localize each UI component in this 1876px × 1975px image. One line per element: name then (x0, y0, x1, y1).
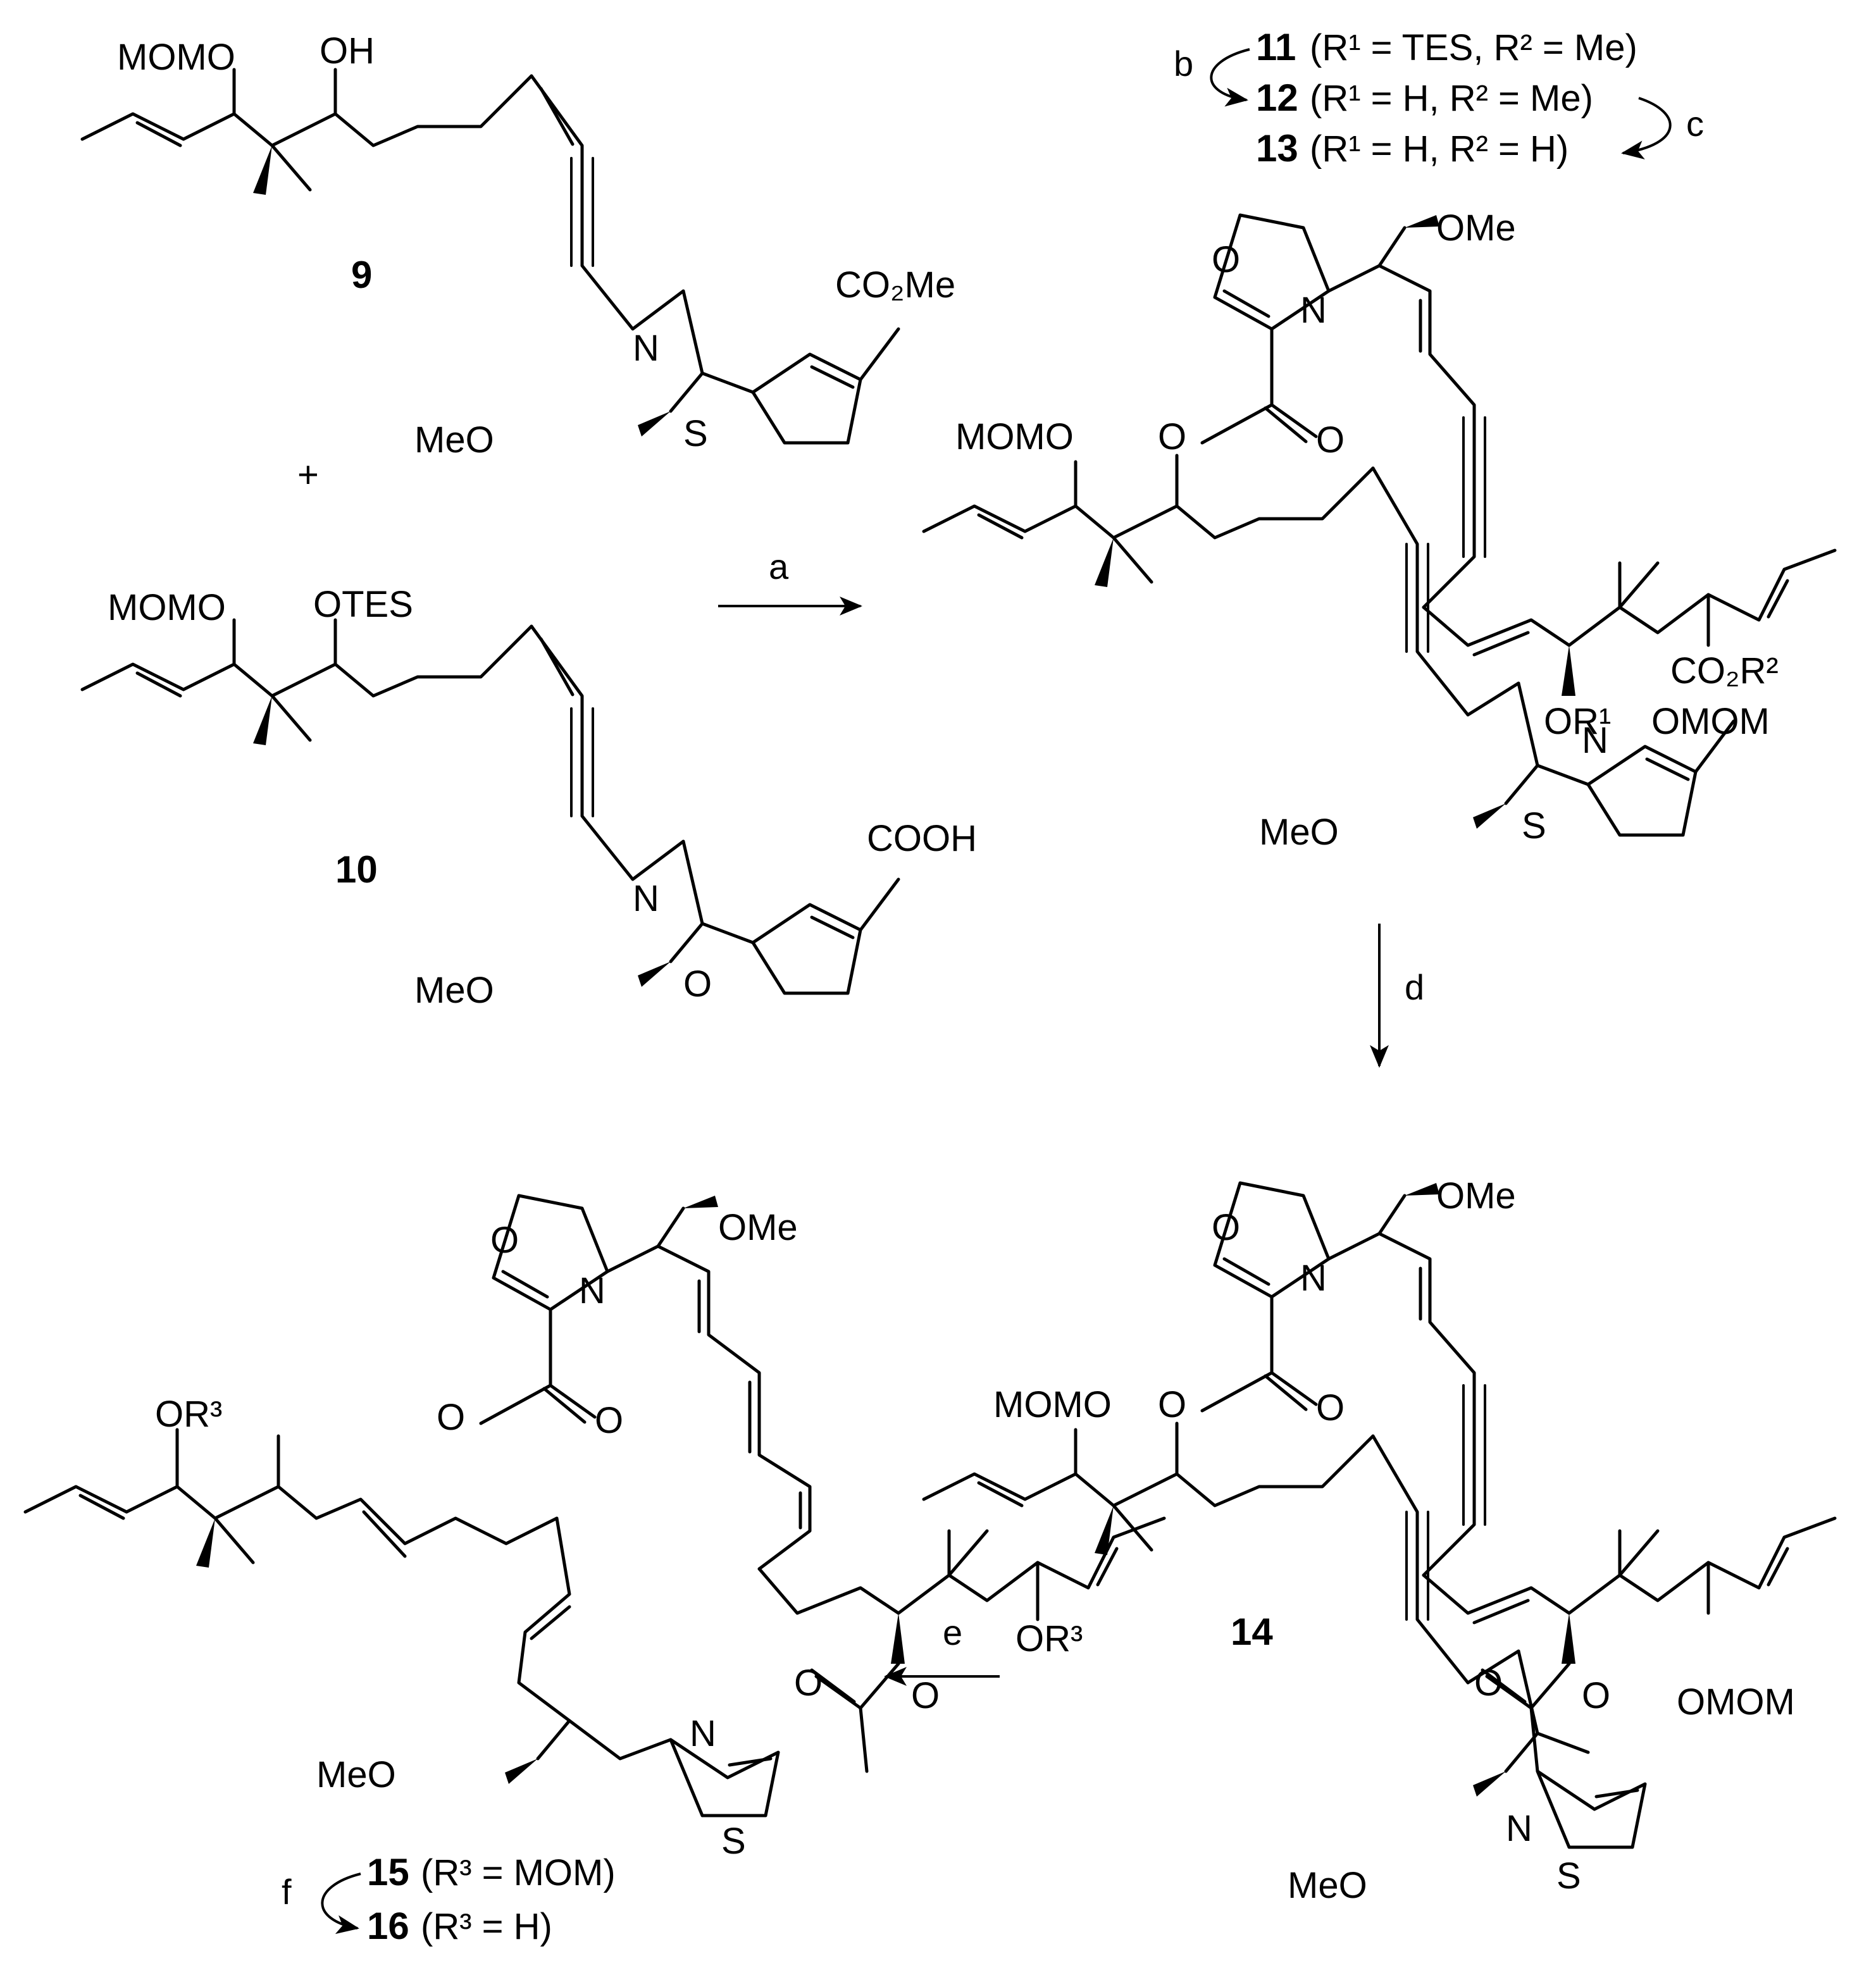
atom-label: N (1506, 1808, 1532, 1849)
atom-label: MOMO (955, 416, 1074, 457)
stereo-wedge (253, 145, 272, 195)
atom-label: O (794, 1662, 823, 1704)
atom-label: O (490, 1220, 519, 1261)
atom-label: N (633, 328, 659, 369)
atom-label: S (1522, 805, 1546, 846)
atom-label: O (1582, 1675, 1610, 1716)
compound-number-15: 15 (367, 1851, 409, 1893)
compound-number-10: 10 (335, 848, 378, 891)
reagent-label-c: c (1686, 104, 1704, 144)
atom-label: OMe (1436, 207, 1516, 249)
atom-label: O (1158, 1384, 1186, 1425)
atom-label: O (911, 1675, 940, 1716)
compound-14-structure (922, 1181, 1837, 1849)
atom-label: MeO (1259, 812, 1339, 853)
atom-label: O (437, 1397, 465, 1438)
compound-desc-12: (R¹ = H, R² = Me) (1310, 78, 1593, 119)
compound-desc-13: (R¹ = H, R² = H) (1310, 128, 1569, 170)
atom-label: O (1474, 1662, 1503, 1704)
atom-label: OTES (313, 584, 413, 625)
atom-label: O (1158, 416, 1186, 457)
reagent-label-a: a (769, 547, 789, 586)
plus-sign: + (297, 454, 319, 495)
atom-label: MOMO (108, 587, 226, 628)
atom-label: N (1300, 1258, 1327, 1299)
legend-11-13: 11 (R¹ = TES, R² = Me) 12 (R¹ = H, R² = … (1174, 26, 1704, 170)
atom-label: MOMO (117, 37, 235, 78)
atom-label: N (633, 878, 659, 919)
atom-label: OR³ (1016, 1618, 1083, 1659)
atom-label: S (683, 413, 708, 454)
atom-label: S (1556, 1855, 1581, 1897)
atom-label: OH (320, 30, 375, 71)
atom-label: O (1212, 239, 1240, 280)
compound-10-structure (80, 618, 900, 995)
compound-11-13-structure (922, 213, 1837, 837)
atom-label: OR³ (155, 1394, 222, 1435)
reagent-label-d: d (1405, 967, 1424, 1007)
atom-label: OMe (1436, 1175, 1516, 1217)
compound-number-12: 12 (1256, 77, 1298, 119)
compound-desc-15: (R³ = MOM) (421, 1852, 616, 1893)
atom-label: O (683, 963, 712, 1005)
atom-label: N (690, 1713, 716, 1754)
compound-number-9: 9 (351, 254, 372, 296)
reagent-label-e: e (943, 1613, 962, 1652)
atom-label: MeO (1288, 1865, 1367, 1906)
compound-desc-11: (R¹ = TES, R² = Me) (1310, 27, 1637, 68)
atom-label: N (1300, 290, 1327, 331)
atom-label: S (721, 1821, 746, 1862)
atom-label: COOH (867, 818, 977, 859)
reagent-label-f: f (282, 1872, 292, 1912)
compound-15-16-structure (23, 1194, 1166, 1817)
curved-arrow-f (321, 1873, 361, 1935)
compound-desc-16: (R³ = H) (421, 1906, 552, 1947)
atom-label: OMOM (1677, 1681, 1795, 1723)
atom-label: O (1316, 1387, 1345, 1428)
curved-arrow-c (1621, 97, 1672, 160)
reagent-label-b: b (1174, 44, 1193, 84)
atom-label: OMOM (1651, 701, 1770, 742)
atom-label: MOMO (993, 1384, 1112, 1425)
compound-9-structure (80, 68, 900, 445)
compound-number-16: 16 (367, 1905, 409, 1947)
atom-label: N (1582, 720, 1608, 761)
curved-arrow-b (1210, 48, 1250, 107)
atom-label: N (579, 1270, 606, 1311)
compound-number-13: 13 (1256, 127, 1298, 170)
atom-label: MeO (414, 419, 494, 461)
atom-label: O (595, 1400, 623, 1441)
atom-label: OMe (718, 1207, 798, 1248)
atom-label: MeO (414, 970, 494, 1011)
atom-label: CO₂Me (835, 264, 955, 306)
atom-label: O (1316, 419, 1345, 461)
atom-label: O (1212, 1207, 1240, 1248)
atom-label: OR¹ (1544, 701, 1611, 742)
legend-15-16: 15 (R³ = MOM) 16 (R³ = H) f (282, 1851, 616, 1947)
atom-label: MeO (316, 1754, 396, 1795)
compound-number-11: 11 (1256, 26, 1296, 68)
atom-label: CO₂R² (1670, 650, 1779, 691)
compound-number-14: 14 (1231, 1611, 1273, 1653)
